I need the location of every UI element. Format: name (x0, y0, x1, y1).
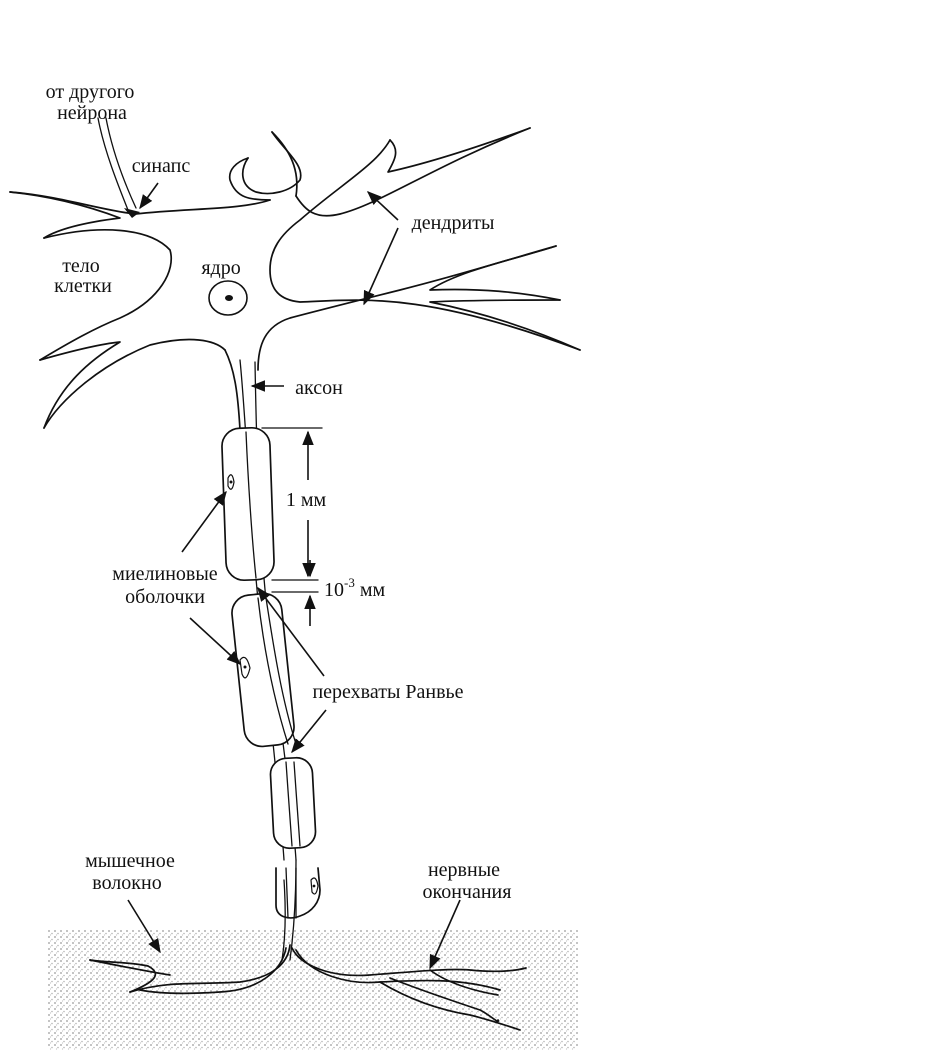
leader-arrows (127, 182, 461, 970)
label-muscle-fiber-line1: мышечное (85, 850, 175, 872)
label-synapse: синапс (132, 155, 191, 177)
myelin-sheath-3 (269, 756, 317, 850)
label-gap-exp: -3 (344, 575, 355, 590)
cell-body (9, 127, 581, 431)
label-cell-body-line1: тело (62, 255, 100, 277)
myelin-sheath-4 (275, 867, 321, 919)
label-nerve-endings-line1: нервные (428, 859, 500, 881)
label-gap: 10-3 мм (324, 575, 386, 601)
nucleolus-dot (225, 295, 233, 301)
label-myelin-line2: оболочки (125, 586, 205, 608)
label-myelin-line1: миелиновые (112, 563, 218, 585)
label-axon: аксон (295, 377, 343, 399)
label-from-other-neuron-line2: нейрона (57, 102, 127, 124)
nucleus-outline (208, 280, 248, 316)
label-nerve-endings-line2: окончания (423, 881, 512, 903)
label-from-other-neuron-line1: от другого (46, 81, 135, 103)
label-nucleus: ядро (201, 257, 240, 279)
label-dendrites: дендриты (412, 212, 495, 234)
dimension-gap (271, 560, 319, 626)
label-1mm: 1 мм (286, 489, 327, 511)
nerve-endings (89, 944, 527, 1031)
label-nodes-of-ranvier: перехваты Ранвье (312, 681, 463, 703)
myelin-sheath-1 (221, 426, 275, 582)
label-gap-base: 10 (324, 579, 344, 601)
dimension-1mm (261, 427, 323, 581)
myelin-sheath-2 (231, 592, 297, 748)
labels: от другого нейрона синапс тело клетки яд… (46, 81, 512, 903)
label-muscle-fiber-line2: волокно (92, 872, 161, 894)
label-gap-unit: мм (355, 579, 386, 601)
incoming-axon (97, 117, 140, 218)
label-cell-body-line2: клетки (54, 275, 112, 297)
